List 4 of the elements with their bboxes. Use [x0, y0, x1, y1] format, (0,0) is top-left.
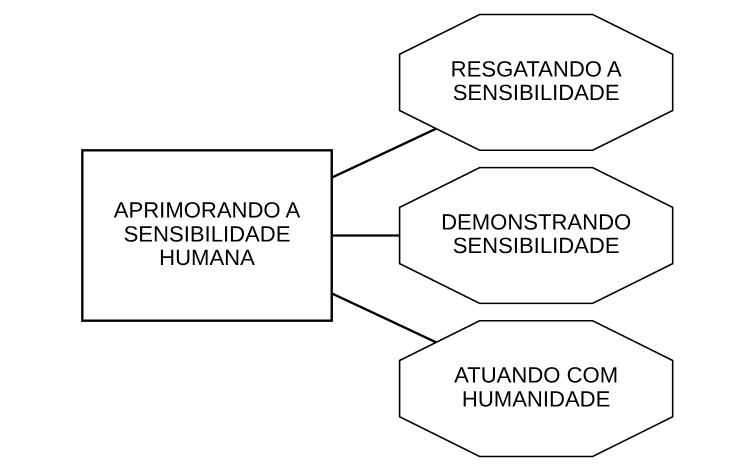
connector: [332, 234, 400, 237]
connector: [331, 128, 437, 179]
node-box: APRIMORANDO A SENSIBILIDADE HUMANA: [81, 149, 333, 322]
connector: [331, 292, 437, 344]
